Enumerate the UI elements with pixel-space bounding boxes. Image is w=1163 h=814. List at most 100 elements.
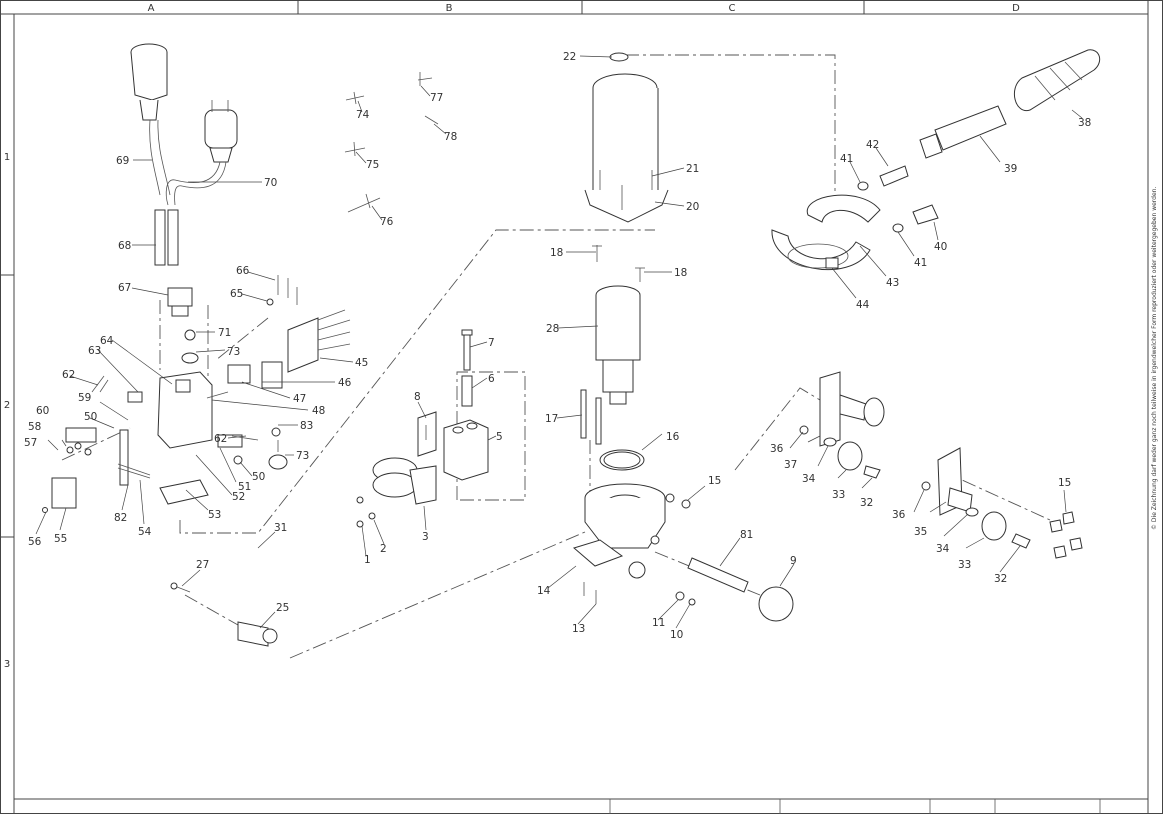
label-44: 44 [856, 299, 870, 311]
blower-motor-28 [595, 285, 641, 405]
label-34a: 34 [802, 473, 816, 485]
o-ring-16 [599, 449, 645, 471]
label-32b: 32 [994, 573, 1007, 585]
label-10: 10 [670, 629, 683, 641]
label-62a: 62 [62, 369, 75, 381]
grid-column-a: A [148, 3, 155, 14]
roller-bracket-37 [799, 371, 885, 479]
label-69: 69 [116, 155, 129, 167]
bolt-27-adapter-25 [170, 582, 278, 647]
control-board-assembly [42, 329, 288, 513]
label-6: 6 [488, 373, 495, 385]
label-2: 2 [380, 543, 387, 555]
label-18a: 18 [550, 247, 563, 259]
label-74: 74 [356, 109, 370, 121]
label-21: 21 [686, 163, 699, 175]
assembly-lines [61, 54, 1051, 659]
label-27: 27 [196, 559, 209, 571]
grip-38 [1013, 49, 1101, 111]
label-36b: 36 [892, 509, 906, 521]
label-52: 52 [232, 491, 245, 503]
seal-ring-22 [609, 52, 629, 62]
label-5: 5 [496, 431, 503, 443]
label-47: 47 [293, 393, 306, 405]
clamp-block-5 [443, 419, 489, 481]
label-35: 35 [914, 526, 927, 538]
label-70: 70 [264, 177, 277, 189]
label-39: 39 [1004, 163, 1017, 175]
module-46-47 [227, 361, 283, 389]
handle-rod-81-ball-9 [687, 557, 794, 622]
label-34b: 34 [936, 543, 950, 555]
pin-42-washer-41 [857, 165, 909, 191]
label-16: 16 [666, 431, 680, 443]
grid-column-c: C [729, 3, 736, 14]
leader-lines [35, 55, 1083, 629]
rocker-switch [167, 287, 193, 317]
label-14: 14 [537, 585, 551, 597]
label-76: 76 [380, 216, 394, 228]
label-7: 7 [488, 337, 495, 349]
label-43: 43 [886, 277, 899, 289]
clamp-ring-3 [356, 457, 437, 528]
screws-65-66 [266, 275, 298, 306]
label-13: 13 [572, 623, 585, 635]
grip-tube-39 [919, 105, 1007, 159]
label-83: 83 [300, 420, 313, 432]
label-73b: 73 [296, 450, 309, 462]
part-labels: 69 70 68 67 66 65 71 73 64 63 62 45 46 4… [24, 51, 1091, 641]
mains-plug [165, 100, 238, 206]
label-51: 51 [238, 481, 251, 493]
label-42: 42 [866, 139, 879, 151]
rods-17 [580, 389, 602, 445]
label-50b: 50 [252, 471, 265, 483]
label-56: 56 [28, 536, 42, 548]
clamp-collar-43-44 [771, 194, 881, 271]
label-71: 71 [218, 327, 231, 339]
label-1: 1 [364, 554, 371, 566]
label-66: 66 [236, 265, 250, 277]
label-31: 31 [274, 522, 287, 534]
motor-base-14 [572, 483, 691, 579]
label-77: 77 [430, 92, 443, 104]
label-3: 3 [422, 531, 429, 543]
label-73a: 73 [227, 346, 240, 358]
label-64: 64 [100, 335, 114, 347]
label-54: 54 [138, 526, 152, 538]
label-59: 59 [78, 392, 91, 404]
grid-row-2: 2 [4, 400, 10, 411]
label-33b: 33 [958, 559, 971, 571]
copyright-side-note: © Die Zeichnung darf weder ganz noch tei… [1151, 187, 1158, 530]
label-82: 82 [114, 512, 127, 524]
label-25: 25 [276, 602, 289, 614]
label-48: 48 [312, 405, 325, 417]
label-50a: 50 [84, 411, 97, 423]
label-65: 65 [230, 288, 243, 300]
label-9: 9 [790, 555, 797, 567]
label-40: 40 [934, 241, 947, 253]
label-68: 68 [118, 240, 131, 252]
label-36a: 36 [770, 443, 784, 455]
label-38: 38 [1078, 117, 1091, 129]
label-60: 60 [36, 405, 49, 417]
grid-row-1: 1 [4, 152, 10, 163]
heater-housing-20-21 [584, 73, 669, 223]
label-37: 37 [784, 459, 797, 471]
screws-18 [592, 245, 645, 282]
label-33a: 33 [832, 489, 845, 501]
label-plate-8 [417, 411, 437, 457]
grid-row-3: 3 [4, 659, 10, 670]
label-8: 8 [414, 391, 421, 403]
bolt-7-spring-6 [461, 329, 473, 407]
power-cord-grip [130, 43, 171, 196]
heatsink-45 [287, 309, 351, 373]
label-53: 53 [208, 509, 221, 521]
label-15a: 15 [708, 475, 721, 487]
label-78: 78 [444, 131, 457, 143]
label-81: 81 [740, 529, 753, 541]
label-22: 22 [563, 51, 576, 63]
label-62b: 62 [214, 433, 227, 445]
label-63: 63 [88, 345, 101, 357]
grid-column-d: D [1012, 3, 1020, 14]
